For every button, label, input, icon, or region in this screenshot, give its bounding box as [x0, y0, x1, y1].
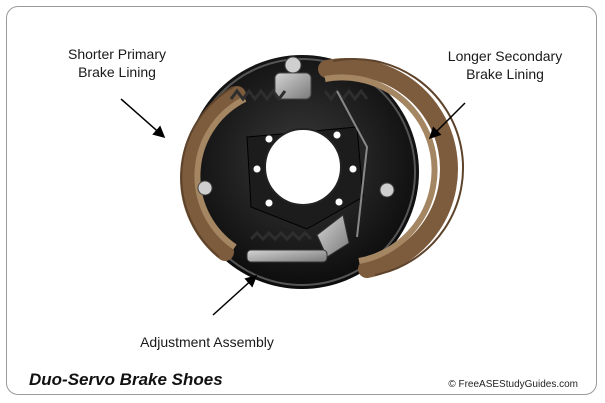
primary-shoe-lining	[180, 86, 246, 261]
secondary-lining-label-line2: Brake Lining	[466, 66, 544, 82]
primary-lining-label: Shorter Primary Brake Lining	[47, 45, 187, 81]
adjuster-cable	[336, 90, 369, 238]
secondary-lining-label: Longer Secondary Brake Lining	[425, 47, 585, 83]
figure-frame: Shorter Primary Brake Lining Longer Seco…	[6, 6, 597, 395]
hold-down-pin-right	[379, 182, 395, 198]
brake-assembly-illustration	[120, 55, 466, 316]
credit-text: © FreeASEStudyGuides.com	[448, 379, 578, 390]
primary-shoe-web	[194, 96, 247, 250]
adjusting-screw	[246, 249, 328, 263]
primary-lining-label-line1: Shorter Primary	[67, 46, 167, 62]
secondary-shoe-lining	[318, 58, 458, 278]
return-spring-right	[323, 88, 369, 102]
arrow-secondary	[428, 102, 466, 140]
adjustment-assembly-label: Adjustment Assembly	[140, 334, 274, 350]
lower-spring	[249, 230, 313, 242]
secondary-shoe-web	[324, 74, 438, 264]
figure-caption: Duo-Servo Brake Shoes	[29, 370, 223, 389]
lining-outer-edge	[180, 58, 464, 276]
axle-hole	[264, 128, 342, 206]
flange-bolt-holes	[252, 130, 358, 208]
arrow-adjustment	[212, 274, 258, 316]
secondary-lining-label-line1: Longer Secondary	[447, 48, 563, 64]
return-spring-left	[229, 88, 287, 102]
anchor-pin	[284, 56, 302, 74]
hold-down-pin-left	[197, 180, 213, 196]
primary-lining-label-line2: Brake Lining	[78, 64, 156, 80]
arrow-primary	[120, 98, 166, 138]
